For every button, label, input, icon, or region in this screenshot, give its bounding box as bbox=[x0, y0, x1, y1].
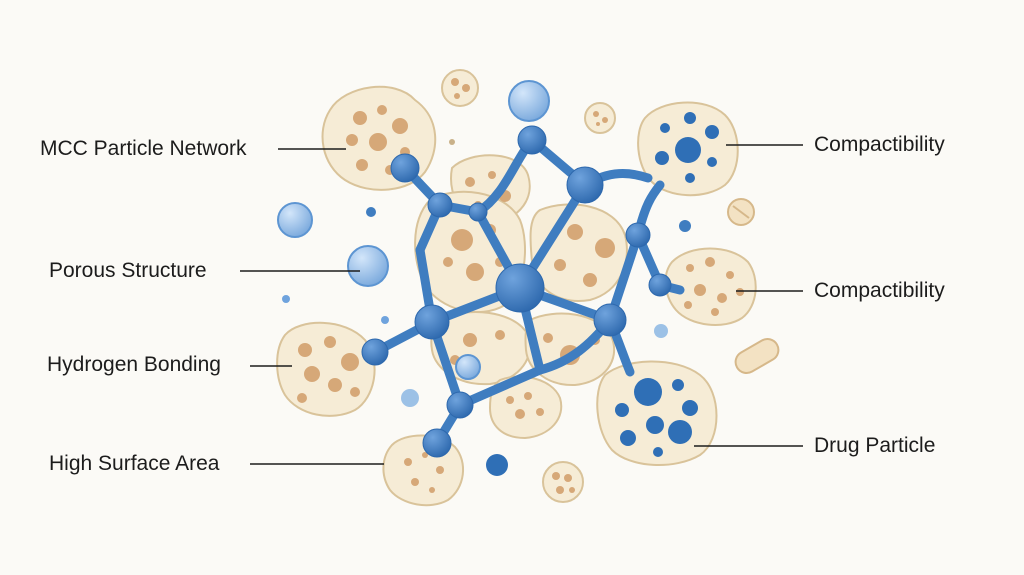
label-high-surface-area: High Surface Area bbox=[49, 452, 220, 475]
bubbles bbox=[277, 80, 691, 476]
label-porous-structure: Porous Structure bbox=[49, 259, 207, 282]
node bbox=[361, 338, 389, 366]
label-drug-particle: Drug Particle bbox=[814, 434, 936, 457]
particle-pores bbox=[297, 105, 744, 493]
capsule-pill bbox=[734, 338, 780, 374]
node bbox=[517, 125, 547, 155]
node bbox=[648, 273, 672, 297]
mcc-particle-left bbox=[276, 321, 376, 417]
label-compactibility-middle: Compactibility bbox=[814, 279, 945, 302]
tablet-round bbox=[727, 198, 755, 226]
node bbox=[625, 222, 651, 248]
node bbox=[495, 263, 545, 313]
node bbox=[422, 428, 452, 458]
node bbox=[593, 303, 627, 337]
label-mcc-particle-network: MCC Particle Network bbox=[40, 137, 247, 160]
label-compactibility-top: Compactibility bbox=[814, 133, 945, 156]
drug-inclusions bbox=[615, 112, 719, 457]
node bbox=[468, 202, 488, 222]
node bbox=[566, 166, 604, 204]
network-nodes bbox=[361, 125, 672, 458]
node bbox=[427, 192, 453, 218]
mcc-particle-bottom-center bbox=[488, 375, 563, 440]
node bbox=[414, 304, 450, 340]
node bbox=[446, 391, 474, 419]
label-hydrogen-bonding: Hydrogen Bonding bbox=[47, 353, 221, 376]
leader-lines bbox=[240, 144, 803, 465]
small-particle-pores bbox=[451, 78, 608, 494]
node bbox=[390, 153, 420, 183]
